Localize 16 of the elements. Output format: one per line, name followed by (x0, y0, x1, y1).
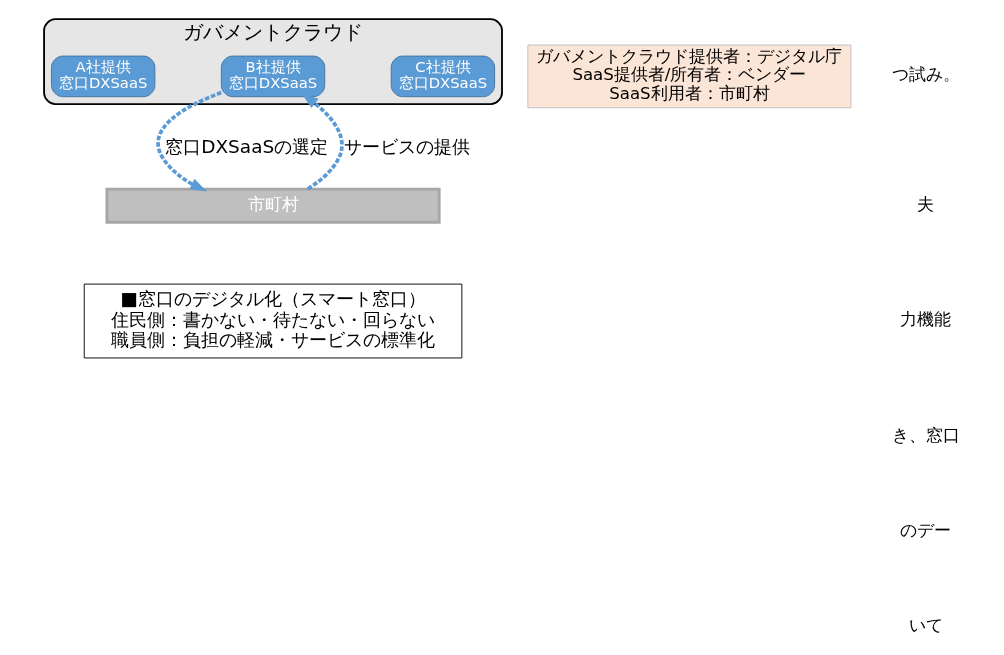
label: 力機能 (900, 310, 952, 330)
edge-label: サービスの提供 (343, 136, 470, 158)
arrow (156, 90, 222, 192)
label: つ試み。 (891, 65, 960, 85)
label: き、窓口 (891, 425, 960, 445)
node-box: C社提供 窓口DXSaaS (390, 55, 496, 98)
arrow (301, 93, 344, 191)
node-box: A社提供 窓口DXSaaS (51, 55, 156, 98)
label: 夫 (917, 194, 935, 214)
node-box: 市町村 (105, 187, 441, 224)
label: のデー (900, 520, 952, 540)
edge-label: 窓口DXSaaSの選定 (165, 136, 329, 158)
node-box: ガバメントクラウド提供者：デジタル庁 SaaS提供者/所有者：ベンダー SaaS利用者：市町村 (527, 44, 852, 109)
label: いて (908, 615, 943, 635)
node-box: ■窓口のデジタル化（スマート窓口） 住民側：書かない・待たない・回らない 職員側：負担の軽減・サービスの標準化 (83, 283, 463, 359)
node-box: B社提供 窓口DXSaaS (220, 55, 326, 98)
